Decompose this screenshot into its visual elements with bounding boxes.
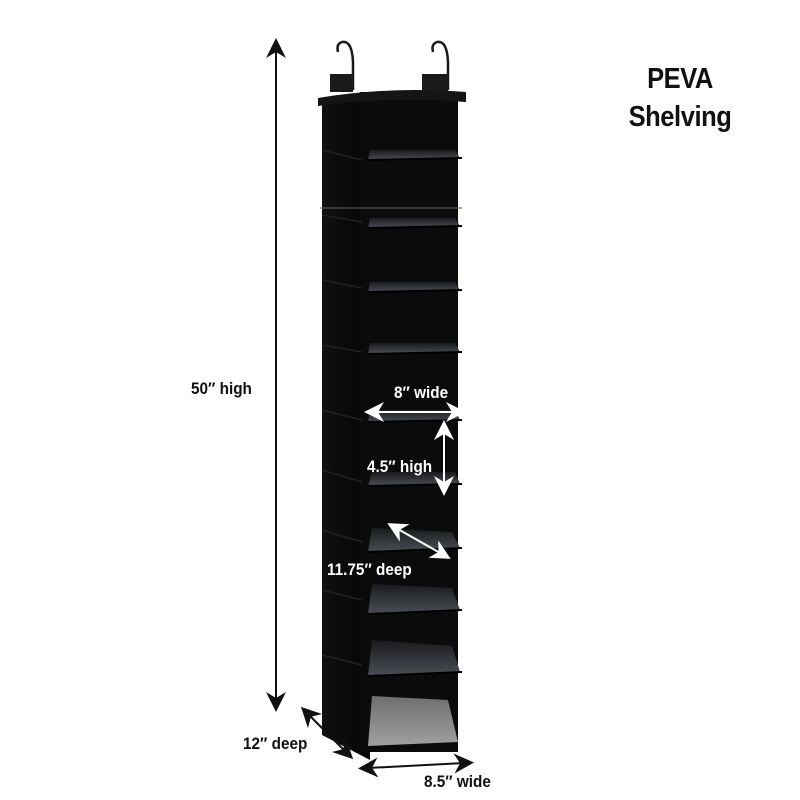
product-title: PEVA Shelving — [610, 60, 751, 136]
title-line-1: PEVA — [647, 63, 713, 95]
hook-left — [330, 40, 355, 92]
depth-arrow — [300, 706, 354, 760]
overall-depth-label: 12″ deep — [243, 734, 308, 753]
overall-width-label: 8.5″ wide — [424, 772, 491, 791]
hook-right — [422, 40, 450, 92]
title-line-2: Shelving — [628, 101, 732, 133]
shelf-depth-label: 11.75″ deep — [327, 560, 412, 579]
overall-height-label: 50″ high — [191, 379, 252, 398]
shelf-height-label: 4.5″ high — [367, 457, 433, 476]
width-arrow — [358, 753, 474, 778]
shelf-depth-arrow — [387, 523, 451, 559]
shelf-width-label: 8″ wide — [394, 383, 449, 402]
